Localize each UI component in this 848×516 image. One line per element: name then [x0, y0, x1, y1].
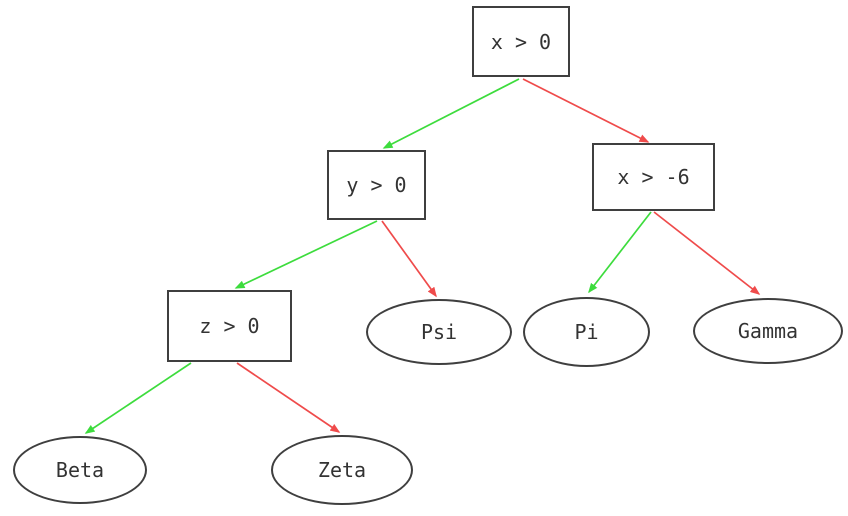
- node-label: x > -6: [617, 165, 690, 189]
- decision-node-z-gt-0: z > 0: [167, 290, 292, 362]
- node-label: z > 0: [199, 314, 260, 338]
- edge-z0-to-zeta-false: [236, 362, 341, 433]
- node-label: Psi: [420, 320, 458, 344]
- node-label: x > 0: [490, 29, 552, 54]
- leaf-node-psi: Psi: [366, 299, 512, 365]
- edge-xm6-to-pi-true: [588, 211, 652, 294]
- edge-x0-to-xm6-false: [522, 78, 650, 143]
- node-label: Beta: [55, 458, 105, 482]
- node-label: Zeta: [317, 458, 367, 482]
- decision-node-x-gt-0: x > 0: [472, 6, 570, 77]
- edge-z0-to-beta-true: [84, 362, 192, 434]
- edge-y0-to-psi-false: [381, 220, 437, 298]
- leaf-node-pi: Pi: [523, 297, 650, 367]
- leaf-node-beta: Beta: [13, 436, 147, 504]
- edge-x0-to-y0-true: [382, 78, 520, 149]
- node-label: Gamma: [737, 319, 799, 343]
- decision-node-y-gt-0: y > 0: [327, 150, 426, 220]
- leaf-node-zeta: Zeta: [271, 435, 413, 505]
- edge-y0-to-z0-true: [234, 220, 378, 289]
- edge-xm6-to-gamma-false: [653, 211, 761, 295]
- leaf-node-gamma: Gamma: [693, 298, 843, 364]
- node-label: y > 0: [346, 173, 407, 197]
- decision-node-x-gt-neg6: x > -6: [592, 143, 715, 211]
- node-label: Pi: [574, 320, 599, 344]
